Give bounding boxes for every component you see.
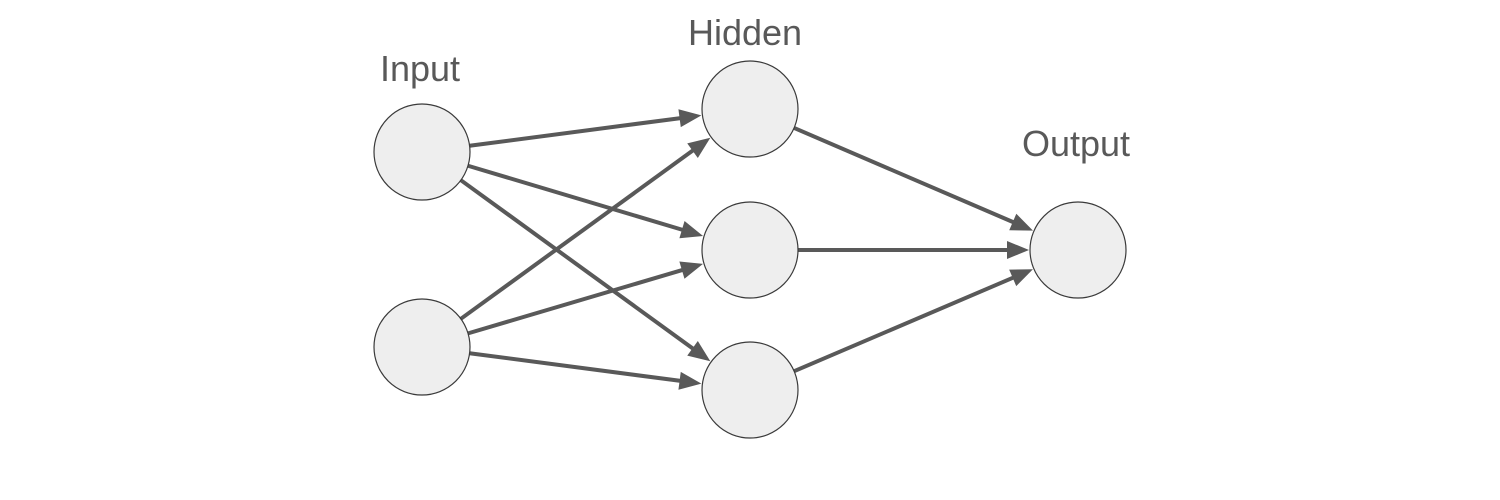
edge-line xyxy=(459,147,696,321)
arrowhead-icon xyxy=(687,137,711,158)
edge-line xyxy=(467,163,685,233)
edge-line xyxy=(793,275,1016,373)
arrowhead-icon xyxy=(679,221,704,239)
edge-h2-out1 xyxy=(798,241,1029,259)
arrowhead-icon xyxy=(679,261,704,279)
node-output-out1 xyxy=(1029,201,1127,299)
arrowhead-icon xyxy=(1007,241,1029,259)
edge-in1-h2 xyxy=(467,163,704,239)
arrowhead-icon xyxy=(687,341,711,362)
node-input-in2 xyxy=(373,298,471,396)
arrowhead-icon xyxy=(678,109,702,128)
edge-line xyxy=(469,115,682,148)
node-input-in1 xyxy=(373,103,471,201)
edge-h3-out1 xyxy=(793,269,1033,373)
edge-in2-h3 xyxy=(469,351,702,390)
edge-line xyxy=(793,126,1016,225)
edges-layer xyxy=(459,109,1033,390)
arrowhead-icon xyxy=(1009,213,1033,231)
edge-line xyxy=(469,351,682,384)
nodes-layer xyxy=(373,60,1127,439)
edge-line xyxy=(467,267,685,336)
edge-in2-h1 xyxy=(459,137,711,321)
arrowhead-icon xyxy=(1009,269,1033,287)
edge-in1-h3 xyxy=(459,178,711,362)
edge-h1-out1 xyxy=(793,126,1033,231)
layer-label-hidden: Hidden xyxy=(688,12,802,53)
layer-label-output: Output xyxy=(1022,123,1130,164)
edge-in1-h1 xyxy=(469,109,702,148)
node-hidden-h1 xyxy=(701,60,799,158)
edge-in2-h2 xyxy=(467,261,704,336)
arrowhead-icon xyxy=(678,371,702,390)
node-hidden-h3 xyxy=(701,341,799,439)
layer-label-input: Input xyxy=(380,48,460,89)
edge-line xyxy=(459,178,696,352)
node-hidden-h2 xyxy=(701,201,799,299)
